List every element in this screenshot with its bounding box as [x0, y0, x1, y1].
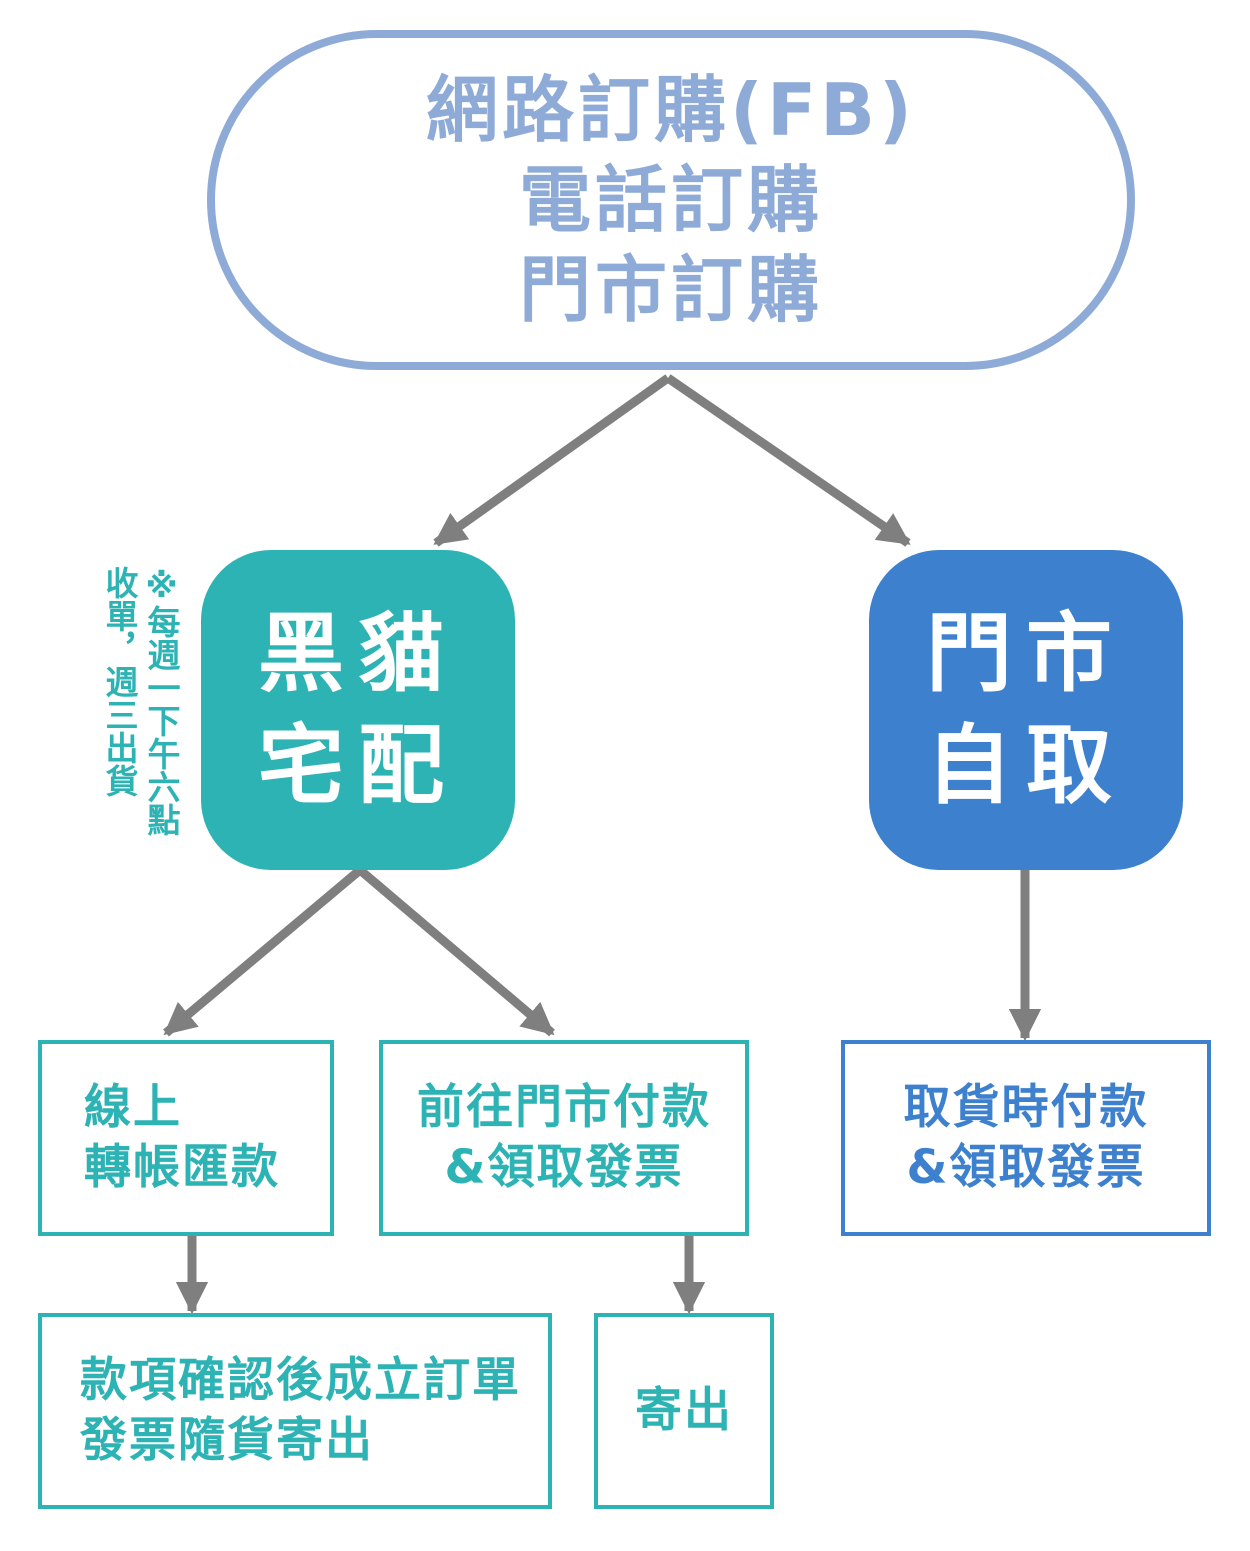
online-transfer-line2: 轉帳匯款 [84, 1140, 280, 1195]
store-payment-line2: &領取發票 [444, 1140, 684, 1195]
store-payment-line1: 前往門市付款 [417, 1080, 711, 1135]
store-payment-node: 前往門市付款 &領取發票 [379, 1040, 749, 1236]
pickup-payment-line1: 取貨時付款 [903, 1080, 1149, 1135]
ship-node: 寄出 [594, 1313, 774, 1509]
arrow-to-store-payment [357, 866, 555, 1037]
arrow-to-delivery [433, 374, 671, 547]
order-channel-store: 門市訂購 [518, 248, 823, 332]
delivery-label-line1: 黑貓 [258, 604, 458, 704]
delivery-node: 黑貓 宅配 [201, 550, 515, 870]
order-channel-fb: 網路訂購(FB) [426, 68, 916, 152]
pickup-payment-line2: &領取發票 [906, 1140, 1146, 1195]
ship-label: 寄出 [635, 1383, 733, 1438]
confirm-order-node: 款項確認後成立訂單 發票隨貨寄出 [38, 1313, 552, 1509]
confirm-order-line1: 款項確認後成立訂單 [80, 1353, 521, 1408]
delivery-label-line2: 宅配 [258, 716, 458, 816]
store-pickup-label-line1: 門市 [926, 604, 1126, 704]
store-pickup-label-line2: 自取 [926, 716, 1126, 816]
order-channels-node: 網路訂購(FB) 電話訂購 門市訂購 [207, 30, 1135, 370]
arrow-to-pickup [665, 374, 911, 547]
arrow-to-online-transfer [163, 866, 363, 1037]
online-transfer-node: 線上 轉帳匯款 [38, 1040, 334, 1236]
confirm-order-line2: 發票隨貨寄出 [80, 1413, 374, 1468]
online-transfer-line1: 線上 [84, 1080, 182, 1135]
order-channel-phone: 電話訂購 [518, 158, 823, 242]
delivery-schedule-note: ※每週一下午六點收單，週三出貨 [100, 566, 181, 836]
pickup-payment-node: 取貨時付款 &領取發票 [841, 1040, 1211, 1236]
store-pickup-node: 門市 自取 [869, 550, 1183, 870]
